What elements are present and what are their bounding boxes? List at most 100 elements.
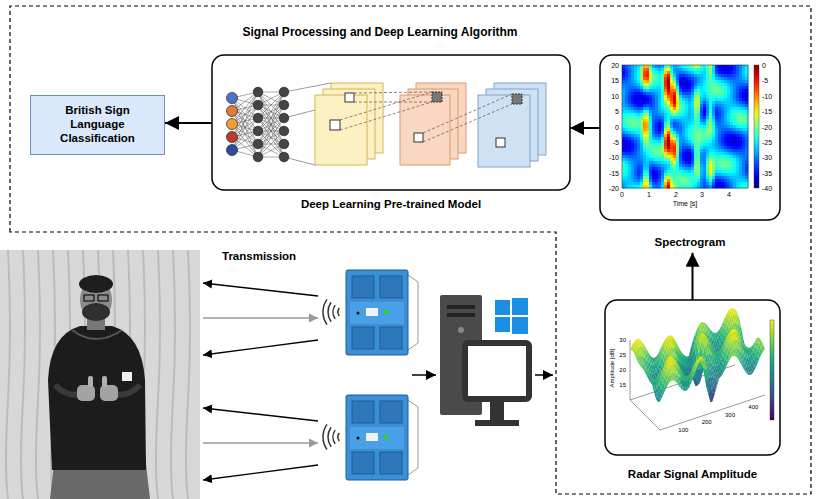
spectrogram-cell xyxy=(676,71,679,74)
spectrogram-cell xyxy=(721,71,724,74)
spectrogram-cell xyxy=(640,83,643,86)
spectrogram-cell xyxy=(712,182,715,185)
spectrogram-cell xyxy=(700,86,703,89)
spectrogram-cell xyxy=(679,179,682,182)
spectrogram-cell xyxy=(661,128,664,131)
spectrogram-cell xyxy=(643,80,646,83)
spectrogram-cell xyxy=(670,80,673,83)
spectrogram-cell xyxy=(649,122,652,125)
spectrogram-cell xyxy=(712,155,715,158)
spectrogram-cell xyxy=(739,143,742,146)
spectrogram-cell xyxy=(685,83,688,86)
spectrogram-cell xyxy=(709,155,712,158)
spectrogram-cell xyxy=(634,140,637,143)
spectrogram-cell xyxy=(661,173,664,176)
spectrogram-cell xyxy=(742,107,745,110)
spectrogram-cell xyxy=(631,140,634,143)
spectrogram-cell xyxy=(736,170,739,173)
spectrogram-cell xyxy=(697,122,700,125)
spectrogram-cell xyxy=(667,89,670,92)
spectrogram-cell xyxy=(682,80,685,83)
spectrogram-cell xyxy=(712,176,715,179)
spectrogram-cell xyxy=(694,86,697,89)
spectrogram-cell xyxy=(631,143,634,146)
spectrogram-cell xyxy=(739,116,742,119)
spectrogram-cell xyxy=(640,164,643,167)
spectrogram-cell xyxy=(700,122,703,125)
spectrogram-cell xyxy=(646,68,649,71)
spectrogram-cell xyxy=(682,68,685,71)
spectrogram-cell xyxy=(679,110,682,113)
spectrogram-cell xyxy=(667,179,670,182)
spectrogram-cell xyxy=(634,179,637,182)
spectrogram-cell xyxy=(691,74,694,77)
spectrogram-cell xyxy=(679,170,682,173)
spectrogram-cell xyxy=(712,173,715,176)
spectrogram-cell xyxy=(733,164,736,167)
spectrogram-cell xyxy=(715,167,718,170)
spectrogram-cell xyxy=(715,122,718,125)
spectrogram-cell xyxy=(715,113,718,116)
spectrogram-cell xyxy=(703,173,706,176)
spectrogram-cell xyxy=(649,86,652,89)
spectrogram-cell xyxy=(730,113,733,116)
spectrogram-cell xyxy=(634,128,637,131)
spectrogram-cell xyxy=(661,95,664,98)
kernel-square xyxy=(345,93,354,102)
spectrogram-cell xyxy=(697,65,700,68)
spectrogram-cell xyxy=(652,137,655,140)
spectrogram-cell xyxy=(682,71,685,74)
spectrogram-cell xyxy=(643,65,646,68)
spectrogram-cell xyxy=(628,182,631,185)
spectrogram-cell xyxy=(634,122,637,125)
spectrogram-cell xyxy=(631,65,634,68)
spectrogram-cell xyxy=(676,65,679,68)
spectrogram-cell xyxy=(625,179,628,182)
spectrogram-cell xyxy=(652,71,655,74)
spectrogram-cell xyxy=(733,101,736,104)
spectrogram-cell xyxy=(679,86,682,89)
spectrogram-cell xyxy=(688,140,691,143)
spectrogram-cell xyxy=(703,122,706,125)
spectrogram-cell xyxy=(625,98,628,101)
spectrogram-cell xyxy=(739,167,742,170)
spectrogram-cell xyxy=(742,158,745,161)
spectrogram-cell xyxy=(655,152,658,155)
spectrogram-cell xyxy=(694,98,697,101)
spectrogram-cell xyxy=(691,131,694,134)
spectrogram-cell xyxy=(631,146,634,149)
spectrogram-cell xyxy=(682,104,685,107)
spectrogram-cell xyxy=(706,173,709,176)
spectrogram-cell xyxy=(679,134,682,137)
spectrogram-cell xyxy=(733,170,736,173)
spectrogram-cell xyxy=(721,167,724,170)
spectrogram-cell xyxy=(679,161,682,164)
spectrogram-cell xyxy=(622,161,625,164)
spectrogram-cell xyxy=(664,122,667,125)
spectrogram-cell xyxy=(643,158,646,161)
spectrogram-cell xyxy=(646,86,649,89)
spectrogram-cell xyxy=(700,128,703,131)
spectrogram-cell xyxy=(733,149,736,152)
spectrogram-cell xyxy=(730,131,733,134)
spectrogram-cell xyxy=(661,131,664,134)
spectrogram-cell xyxy=(712,83,715,86)
spectrogram-cell xyxy=(706,164,709,167)
spectrogram-cell xyxy=(667,110,670,113)
spectrogram-cell xyxy=(727,152,730,155)
spectrogram-cell xyxy=(637,74,640,77)
spectrogram-cell xyxy=(691,95,694,98)
spectrogram-cell xyxy=(652,131,655,134)
spectrogram-cell xyxy=(634,131,637,134)
spectrogram-cell xyxy=(742,155,745,158)
spectrogram-cell xyxy=(649,155,652,158)
spectrogram-cell xyxy=(733,65,736,68)
spectrogram-cell xyxy=(658,74,661,77)
spectrogram-cell xyxy=(658,89,661,92)
spectrogram-cell xyxy=(631,176,634,179)
spectrogram-cell xyxy=(703,146,706,149)
spectrogram-cell xyxy=(718,74,721,77)
spectrogram-cell xyxy=(691,182,694,185)
spectrogram-cell xyxy=(682,179,685,182)
spectrogram-cell xyxy=(685,164,688,167)
